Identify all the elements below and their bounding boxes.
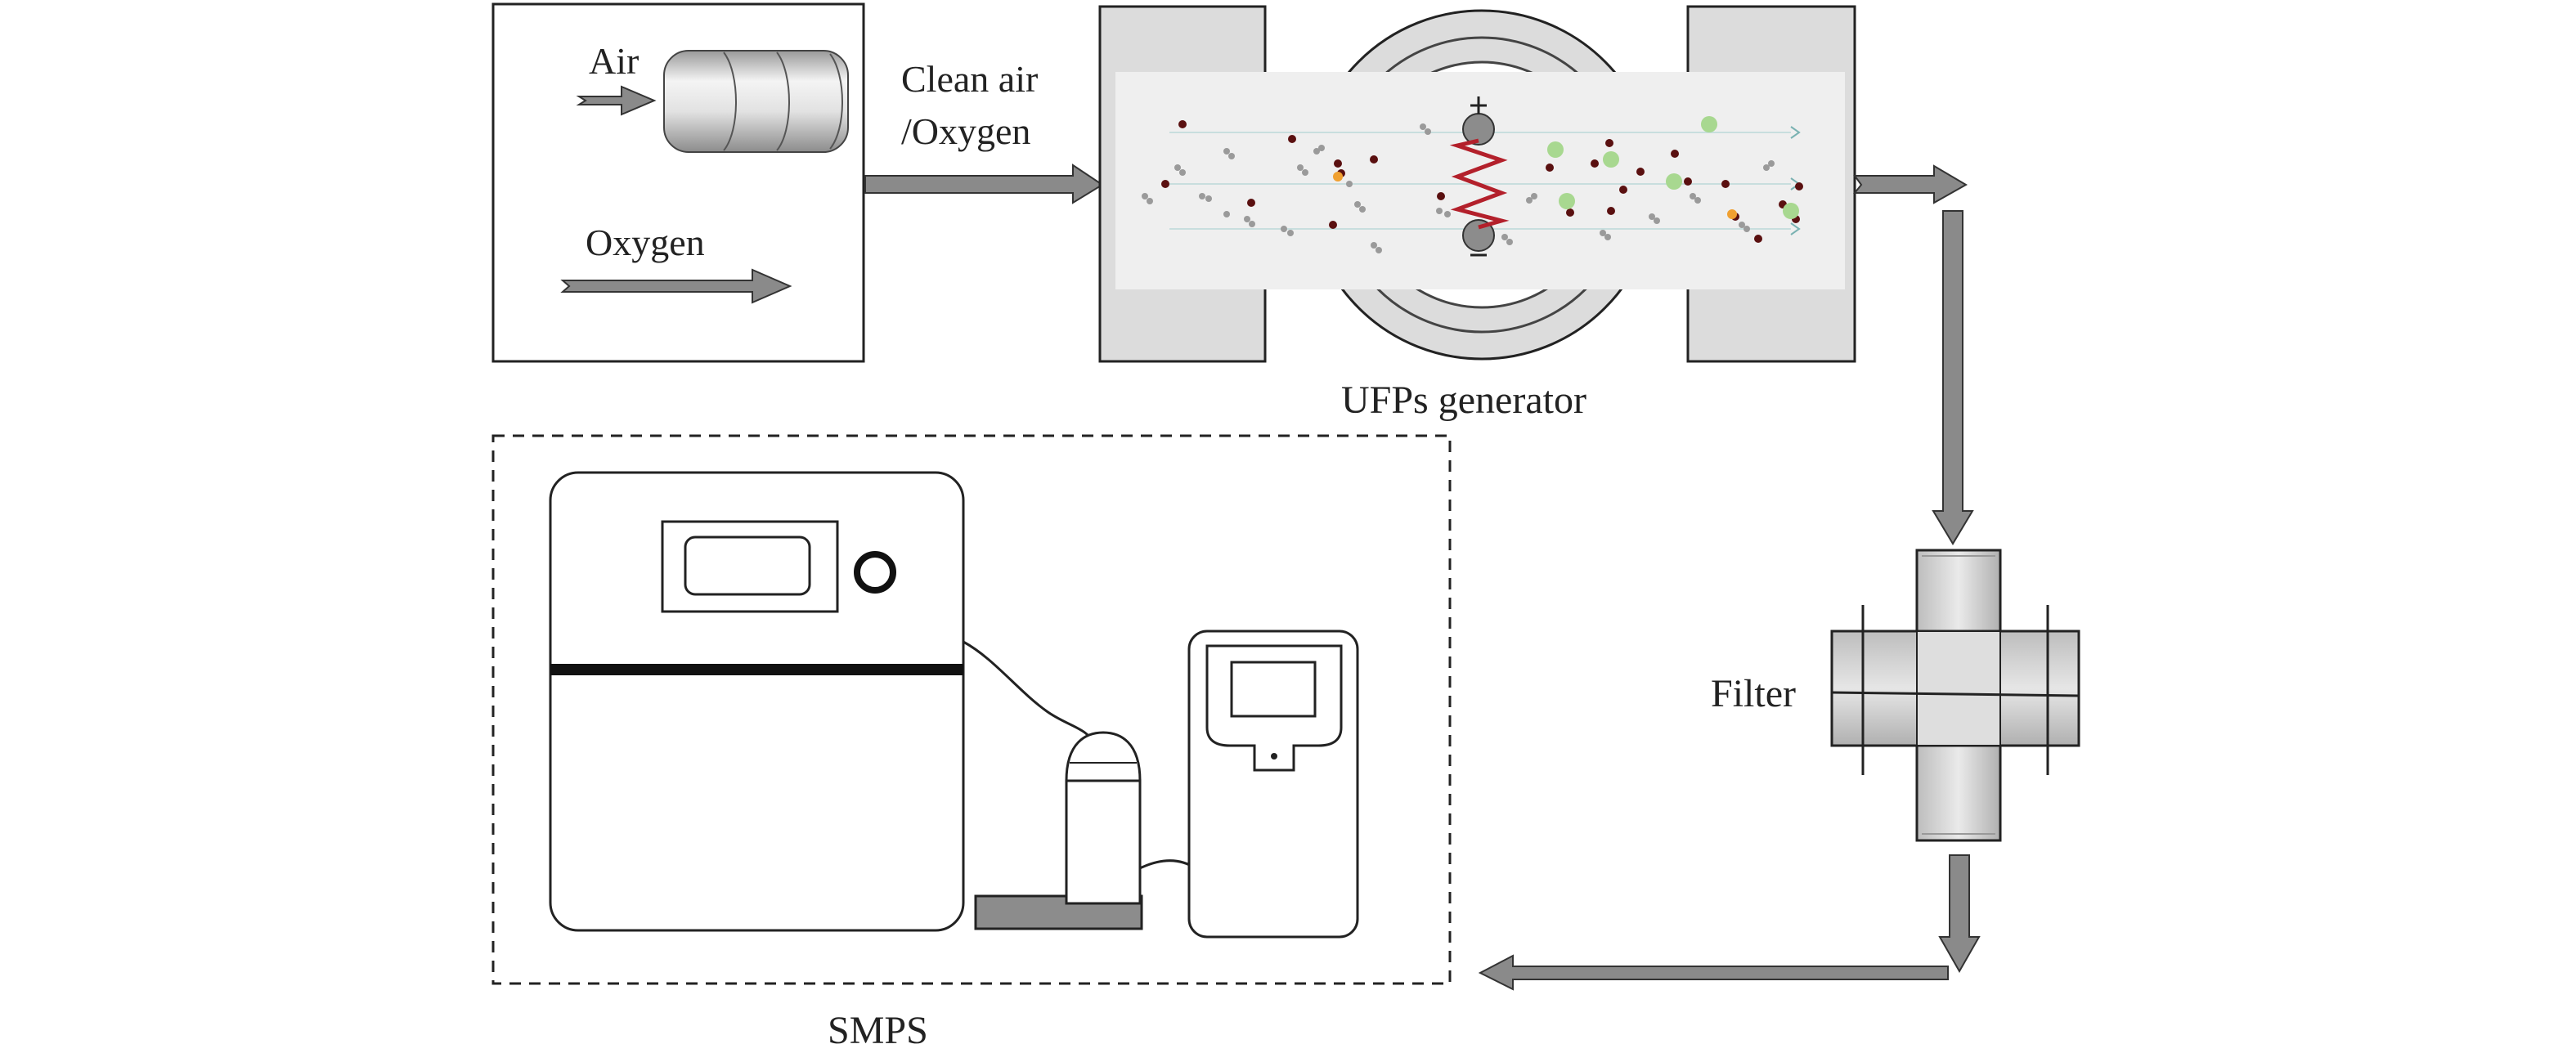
filter-housing-icon [1830, 549, 2080, 842]
classifier-display [684, 535, 811, 596]
dark-particles [1161, 120, 1803, 243]
green-particles [1547, 116, 1799, 219]
gas-cylinder-icon [663, 50, 849, 153]
smps-dashed-box [491, 434, 1452, 985]
classifier-band [550, 664, 963, 675]
classifier-knob [854, 551, 896, 594]
lower-electrode-icon [1462, 219, 1495, 257]
clean-air-arrow [864, 164, 1104, 204]
air-label: Air [589, 40, 639, 82]
generator-outlet-arrow [1852, 164, 1968, 204]
impactor-column [1065, 779, 1142, 905]
sample-tube [963, 640, 1097, 746]
upper-electrode-icon [1462, 96, 1495, 146]
smps-panel: SMPS [491, 434, 1452, 1052]
spark-discharge-icon [1449, 138, 1510, 230]
impactor-cap [1065, 731, 1142, 782]
to-filter-arrow [1932, 210, 1974, 545]
clean-air-label: Clean air [901, 58, 1038, 100]
ufps-generator-label: UFPs generator [1341, 379, 1586, 422]
oxygen-label: Oxygen [586, 222, 705, 263]
oxygen-inlet-arrow [560, 268, 792, 304]
gas-source-panel: Air Oxygen [491, 2, 865, 363]
to-smps-arrow [1478, 954, 1949, 991]
spark-discharge-generator-icon [1098, 5, 1856, 363]
clean-oxygen-label: /Oxygen [901, 110, 1030, 152]
particle-counter-screen [1230, 661, 1317, 718]
smps-label: SMPS [828, 1009, 928, 1052]
filter-outlet-arrow [1938, 854, 1981, 974]
smps-analyzer-icon [549, 471, 1359, 939]
orange-particles [1333, 172, 1737, 219]
filter-label: Filter [1711, 672, 1796, 715]
grey-particles [1142, 123, 1775, 253]
air-inlet-arrow [576, 85, 657, 116]
